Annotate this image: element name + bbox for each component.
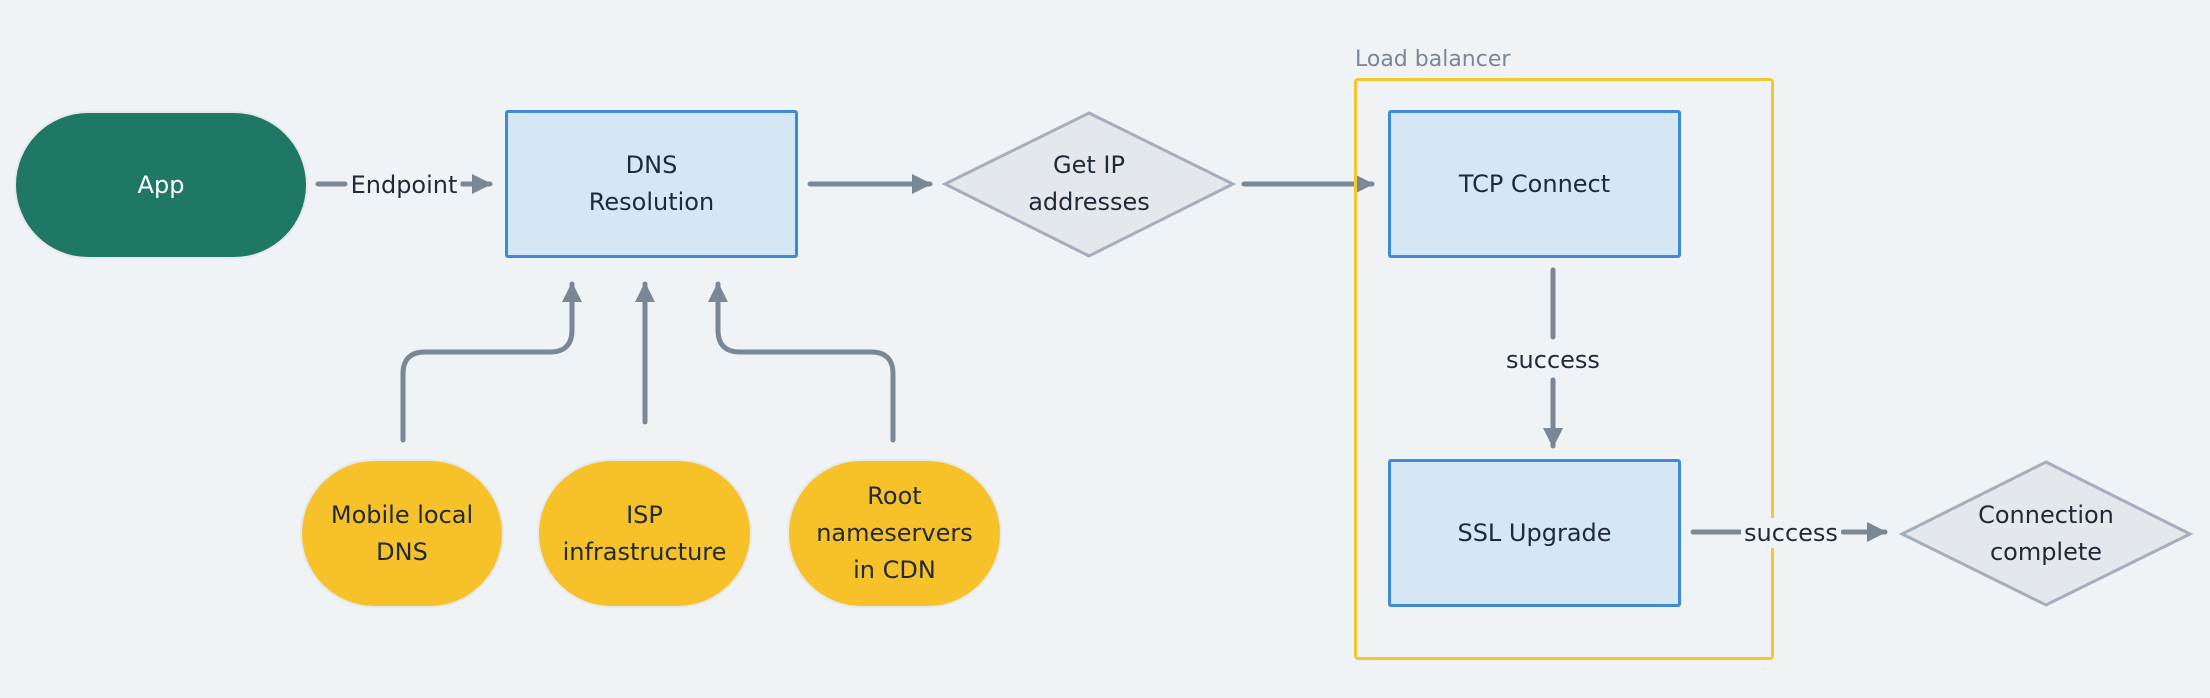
edge-label-success-ssl-complete: success (1741, 518, 1841, 548)
edge-label-endpoint: Endpoint (347, 170, 461, 200)
load-balancer-label: Load balancer (1355, 47, 1511, 72)
load-balancer-group (1354, 78, 1774, 660)
edge-label-success-tcp-ssl: success (1503, 345, 1603, 375)
isp-infrastructure-node: ISP infrastructure (539, 461, 750, 606)
edge-root-dns (708, 281, 896, 443)
connection-complete-diamond (1898, 460, 2194, 607)
get-ip-diamond (941, 111, 1237, 258)
root-nameservers-node: Root nameservers in CDN (789, 461, 1000, 606)
ssl-upgrade-node: SSL Upgrade (1388, 459, 1681, 607)
tcp-connect-node: TCP Connect (1388, 110, 1681, 258)
app-node: App (16, 113, 306, 257)
connection-complete-node-label: Connection complete (1978, 501, 2114, 566)
get-ip-node-label: Get IP addresses (1028, 151, 1150, 216)
dns-resolution-node: DNS Resolution (505, 110, 798, 258)
edge-mobile-dns (400, 281, 582, 443)
mobile-local-dns-node: Mobile local DNS (302, 461, 502, 606)
